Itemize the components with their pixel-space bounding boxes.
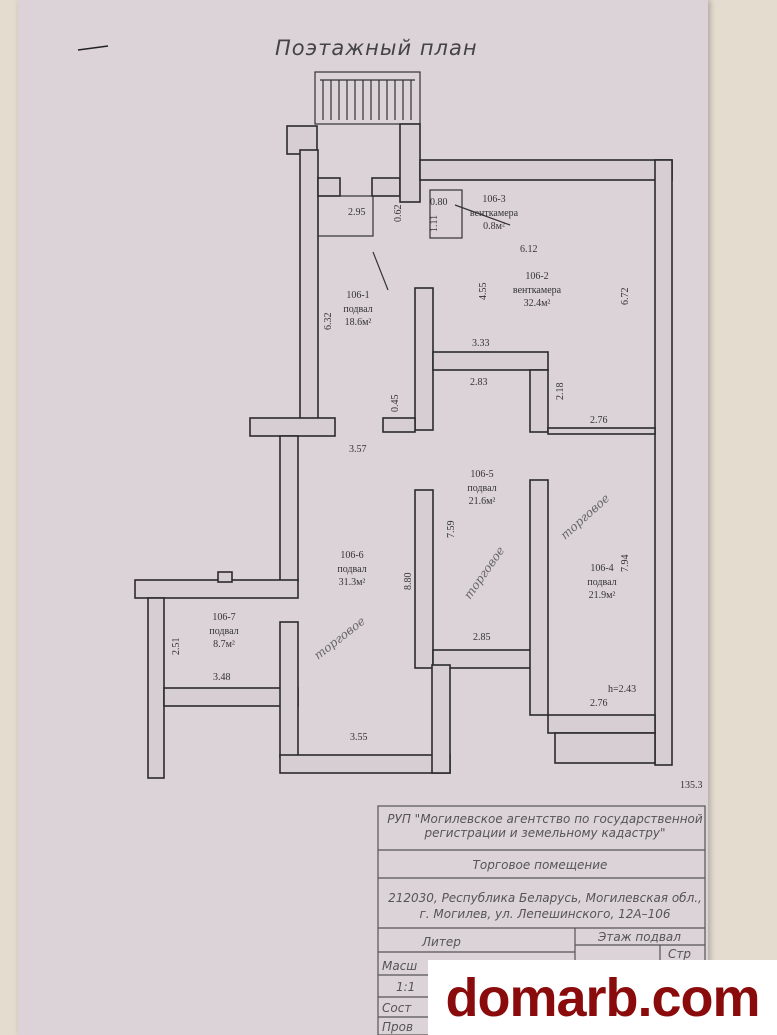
svg-text:106-5: 106-5: [470, 469, 493, 480]
room-106-7: 106-7 подвал 8.7м²: [209, 612, 238, 650]
room-106-5: 106-5 подвал 21.6м²: [467, 469, 496, 507]
svg-text:0.80: 0.80: [430, 197, 448, 208]
svg-text:18.6м²: 18.6м²: [345, 317, 372, 328]
svg-text:106-7: 106-7: [212, 612, 235, 623]
liter-label: Литер: [421, 935, 461, 949]
svg-text:1.11: 1.11: [429, 215, 440, 232]
floor-label: Этаж подвал: [597, 930, 681, 944]
svg-text:31.3м²: 31.3м²: [339, 577, 366, 588]
svg-text:32.4м²: 32.4м²: [524, 298, 551, 309]
object-name: Торговое помещение: [473, 858, 608, 872]
svg-text:6.72: 6.72: [620, 288, 631, 306]
svg-text:0.62: 0.62: [393, 205, 404, 223]
svg-text:21.9м²: 21.9м²: [589, 590, 616, 601]
svg-text:2.51: 2.51: [171, 638, 182, 656]
address-line-2: г. Могилев, ул. Лепешинского, 12А–106: [420, 907, 671, 921]
svg-text:106-4: 106-4: [590, 563, 613, 574]
plan-title: Поэтажный план: [275, 36, 478, 60]
svg-text:106-1: 106-1: [346, 290, 369, 301]
svg-text:подвал: подвал: [343, 304, 372, 315]
svg-text:2.85: 2.85: [473, 632, 491, 643]
svg-text:106-3: 106-3: [482, 194, 505, 205]
scale-label: Масш: [382, 959, 417, 973]
svg-text:2.18: 2.18: [555, 383, 566, 401]
room-106-4: 106-4 подвал 21.9м²: [587, 563, 616, 601]
pen-mark: [77, 45, 109, 51]
room-106-1: 106-1 подвал 18.6м²: [343, 290, 372, 328]
svg-text:0.45: 0.45: [390, 395, 401, 413]
svg-text:торговое: торговое: [311, 614, 368, 663]
room-106-6: 106-6 подвал 31.3м²: [337, 550, 366, 588]
organization-line-2: регистрации и земельному кадастру": [423, 826, 665, 840]
dimension-labels: 2.95 0.62 0.80 1.11 6.12 4.55 6.72 6.32 …: [171, 197, 703, 791]
svg-text:4.55: 4.55: [478, 283, 489, 301]
scale-value: 1:1: [396, 980, 415, 994]
svg-text:3.48: 3.48: [213, 672, 231, 683]
svg-text:подвал: подвал: [587, 577, 616, 588]
watermark-text: domarb.com: [445, 967, 760, 1028]
svg-text:8.80: 8.80: [403, 573, 414, 591]
svg-text:6.32: 6.32: [323, 313, 334, 331]
svg-text:3.33: 3.33: [472, 338, 490, 349]
room-106-3: 106-3 венткамера 0.8м²: [470, 194, 519, 232]
svg-text:торговое: торговое: [558, 491, 613, 542]
svg-text:2.76: 2.76: [590, 415, 608, 426]
checked-label: Пров: [382, 1020, 413, 1034]
svg-text:3.55: 3.55: [350, 732, 368, 743]
svg-text:венткамера: венткамера: [513, 285, 562, 296]
svg-text:6.12: 6.12: [520, 244, 538, 255]
svg-text:8.7м²: 8.7м²: [213, 639, 235, 650]
svg-text:7.94: 7.94: [620, 555, 631, 573]
inner-details: [317, 189, 511, 291]
svg-text:h=2.43: h=2.43: [608, 684, 636, 695]
svg-text:подвал: подвал: [209, 626, 238, 637]
svg-text:венткамера: венткамера: [470, 208, 519, 219]
svg-text:106-6: 106-6: [340, 550, 363, 561]
svg-text:135.3: 135.3: [680, 780, 703, 791]
svg-text:106-2: 106-2: [525, 271, 548, 282]
svg-text:3.57: 3.57: [349, 444, 367, 455]
svg-text:торговое: торговое: [461, 544, 507, 602]
room-106-2: 106-2 венткамера 32.4м²: [513, 271, 562, 309]
staircase: [314, 71, 421, 125]
svg-text:2.83: 2.83: [470, 377, 488, 388]
address-line-1: 212030, Республика Беларусь, Могилевская…: [388, 891, 702, 905]
watermark: domarb.com: [428, 960, 777, 1035]
svg-text:подвал: подвал: [467, 483, 496, 494]
walls: [134, 123, 673, 779]
organization-line-1: РУП "Могилевское агентство по государств…: [387, 812, 703, 826]
compiled-label: Сост: [382, 1001, 412, 1015]
svg-text:подвал: подвал: [337, 564, 366, 575]
svg-text:2.76: 2.76: [590, 698, 608, 709]
svg-text:2.95: 2.95: [348, 207, 366, 218]
sheet-label: Стр: [668, 947, 691, 961]
svg-text:0.8м²: 0.8м²: [483, 221, 505, 232]
svg-text:21.6м²: 21.6м²: [469, 496, 496, 507]
svg-text:7.59: 7.59: [446, 521, 457, 539]
